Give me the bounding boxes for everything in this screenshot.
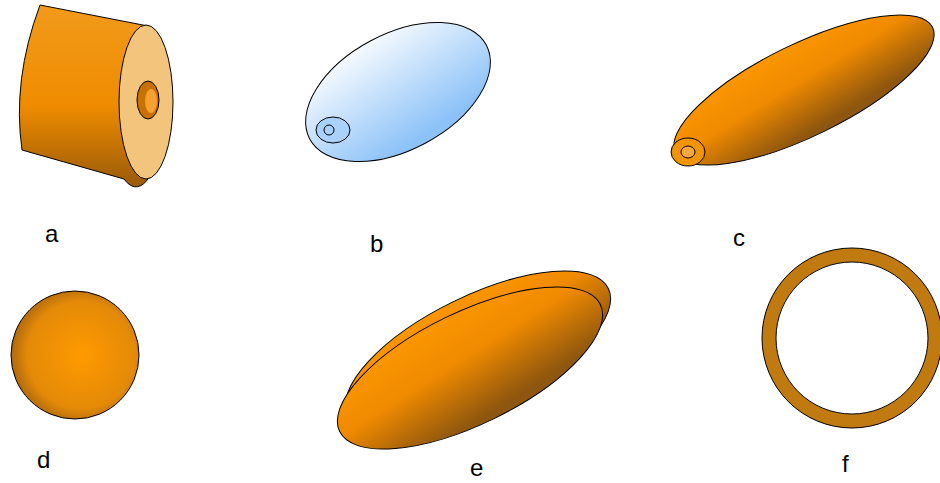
part-letter: f [842,452,849,476]
part-letter: e [470,456,483,480]
part-letter: b [370,232,383,256]
ring [762,248,940,428]
double-disc [315,238,633,482]
hollow-cylinder [19,5,173,187]
part-letter: d [37,448,50,472]
part-letter: a [45,222,58,246]
blue-ellipsoid [282,0,513,190]
orange-prolate-ellipsoid [655,0,940,194]
sphere [11,291,139,419]
part-letter: c [733,226,745,250]
